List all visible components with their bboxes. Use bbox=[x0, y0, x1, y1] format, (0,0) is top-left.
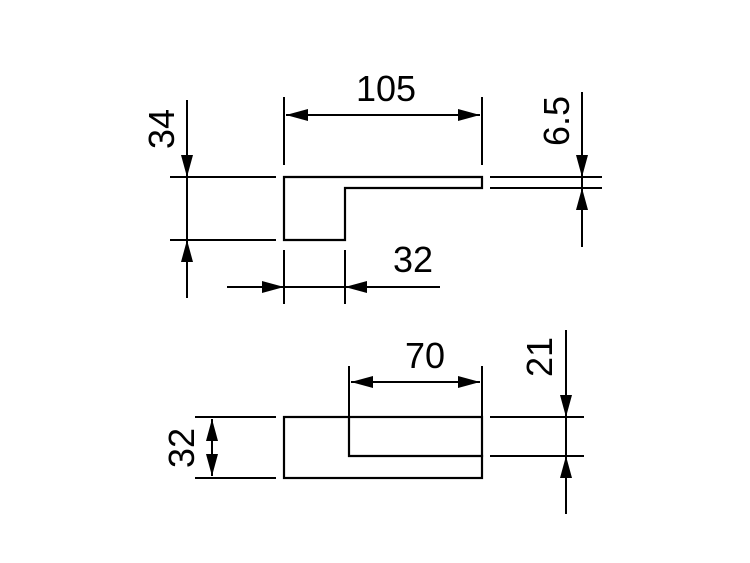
dim-label-34: 34 bbox=[141, 109, 182, 149]
lower-part-outline bbox=[282, 415, 484, 480]
dim-stem-width: 32 bbox=[227, 239, 440, 304]
dim-label-6-5: 6.5 bbox=[536, 96, 577, 146]
dim-label-21: 21 bbox=[519, 337, 560, 377]
upper-view: 105 34 32 6.5 bbox=[141, 68, 602, 304]
dim-lower-height: 32 bbox=[161, 416, 276, 479]
dim-upper-height: 34 bbox=[141, 100, 276, 298]
dim-label-70: 70 bbox=[405, 335, 445, 376]
dim-label-32-lower: 32 bbox=[161, 428, 202, 468]
dim-label-105: 105 bbox=[356, 68, 416, 109]
dim-overall-width: 105 bbox=[283, 68, 483, 165]
dim-inner-length: 70 bbox=[348, 335, 483, 417]
dim-inner-height: 21 bbox=[490, 330, 584, 514]
lower-part-inner-line bbox=[347, 415, 484, 458]
dim-label-32-upper: 32 bbox=[393, 239, 433, 280]
dim-flange-thickness: 6.5 bbox=[490, 92, 602, 247]
lower-view: 70 32 21 bbox=[161, 330, 584, 514]
upper-part-outline bbox=[282, 175, 484, 242]
